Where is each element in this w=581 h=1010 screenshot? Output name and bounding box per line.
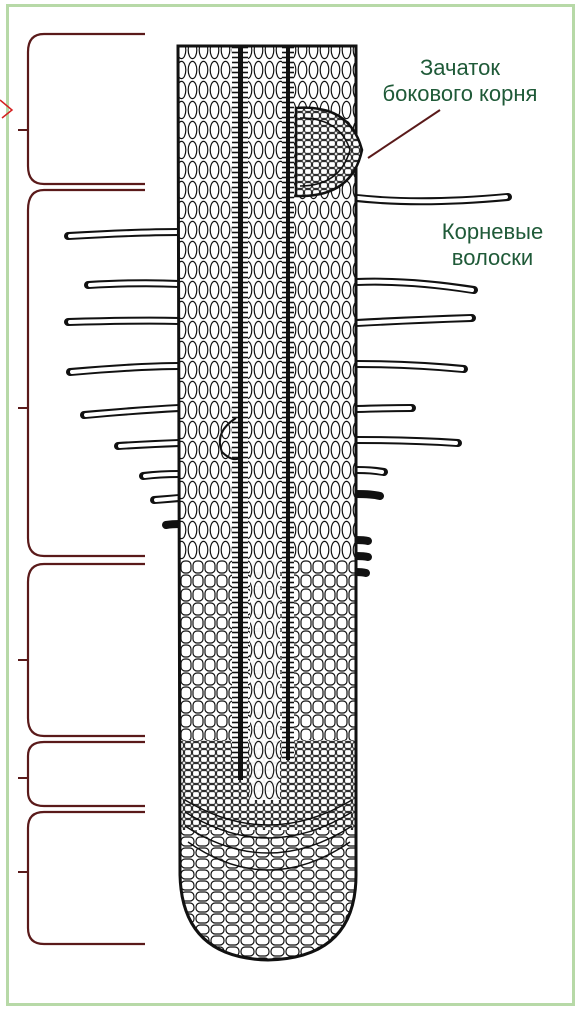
root-hair [356,540,368,541]
zone-3-bracket [28,564,145,736]
arrow-mark-icon [0,100,12,118]
zone-brackets [28,34,145,944]
zone-4-bracket [28,742,145,806]
root-hair [356,494,380,496]
root-hairs-label-line2: волоски [420,245,565,271]
lateral-root-label-line1: Зачаток [350,55,570,81]
lateral-root-leader [368,110,440,158]
lateral-root-label-line2: бокового корня [350,81,570,107]
zone-1-bracket [28,34,145,184]
root-hair [356,556,368,557]
lateral-root-label: Зачаток бокового корня [350,55,570,107]
bracket-ticks [18,130,28,872]
root-hairs-label: Корневые волоски [420,219,565,271]
zone-5-bracket [28,812,145,944]
root-hairs-left [68,232,180,525]
root-hairs-label-line1: Корневые [420,219,565,245]
